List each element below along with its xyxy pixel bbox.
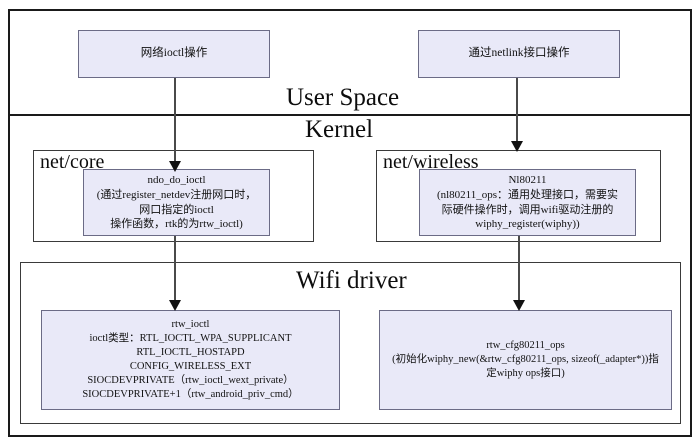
node-line: 网络ioctl操作 xyxy=(140,47,208,60)
node-line: SIOCDEVPRIVATE（rtw_ioctl_wext_private） xyxy=(87,374,294,386)
connector-arrowhead xyxy=(169,161,181,172)
node-line: rtw_cfg80211_ops xyxy=(486,340,565,352)
node-line: ndo_do_ioctl xyxy=(147,174,206,187)
node-line: (nl80211_ops：通用处理接口，需要实 xyxy=(436,188,619,201)
node-line: (通过register_netdev注册网口时， xyxy=(96,188,257,201)
node-line: (初始化wiphy_new(&rtw_cfg80211_ops, sizeof(… xyxy=(392,354,659,366)
connector-shaft xyxy=(516,78,518,141)
node-line: Nl80211 xyxy=(508,174,547,187)
node-line: 网口指定的ioctl xyxy=(139,203,214,216)
connector-shaft xyxy=(174,78,176,161)
panel-title-wifi-driver: Wifi driver xyxy=(296,267,407,294)
node-line: 通过netlink接口操作 xyxy=(468,47,570,60)
node-line: CONFIG_WIRELESS_EXT xyxy=(129,361,252,372)
connector-shaft xyxy=(174,236,176,300)
node-line: SIOCDEVPRIVATE+1（rtw_android_priv_cmd） xyxy=(82,388,299,400)
panel-title-net-core: net/core xyxy=(40,151,105,173)
node-line: wiphy_register(wiphy)) xyxy=(475,218,580,231)
connector-ndo-do-ioctl-to-rtw-ioctl xyxy=(169,236,181,312)
connector-arrowhead xyxy=(169,300,181,311)
panel-title-net-wireless: net/wireless xyxy=(383,151,479,173)
zone-label-user-space: User Space xyxy=(286,84,400,111)
node-network-ioctl-operation[interactable]: 网络ioctl操作 xyxy=(78,30,270,78)
node-line: rtw_ioctl xyxy=(171,319,210,331)
node-line: RTL_IOCTL_HOSTAPD xyxy=(136,347,245,359)
node-line: ioctl类型：RTL_IOCTL_WPA_SUPPLICANT xyxy=(89,333,292,345)
connector-netlink-to-nl80211 xyxy=(511,78,523,152)
node-ndo-do-ioctl[interactable]: ndo_do_ioctl (通过register_netdev注册网口时， 网口… xyxy=(83,169,270,236)
node-line: 际硬件操作时，调用wifi驱动注册的 xyxy=(441,203,614,216)
connector-arrowhead xyxy=(511,141,523,152)
panel-net-core xyxy=(33,150,314,242)
node-line: 定wiphy ops接口) xyxy=(486,367,565,379)
node-rtw-cfg80211-ops[interactable]: rtw_cfg80211_ops (初始化wiphy_new(&rtw_cfg8… xyxy=(379,310,672,410)
panel-wifi-driver xyxy=(20,262,681,424)
node-line: 操作函数，rtk的为rtw_ioctl) xyxy=(110,218,243,231)
connector-net-ioctl-to-ndo-do-ioctl xyxy=(169,78,181,172)
connector-shaft xyxy=(518,236,520,300)
connector-nl80211-to-rtw-cfg80211-ops xyxy=(513,236,525,312)
node-netlink-operation[interactable]: 通过netlink接口操作 xyxy=(418,30,620,78)
node-nl80211[interactable]: Nl80211 (nl80211_ops：通用处理接口，需要实 际硬件操作时，调… xyxy=(419,169,636,236)
node-rtw-ioctl[interactable]: rtw_ioctl ioctl类型：RTL_IOCTL_WPA_SUPPLICA… xyxy=(41,310,340,410)
zone-label-kernel: Kernel xyxy=(305,116,374,143)
user-space-kernel-divider xyxy=(8,114,692,116)
connector-arrowhead xyxy=(513,300,525,311)
diagram-outer-frame xyxy=(8,9,692,437)
